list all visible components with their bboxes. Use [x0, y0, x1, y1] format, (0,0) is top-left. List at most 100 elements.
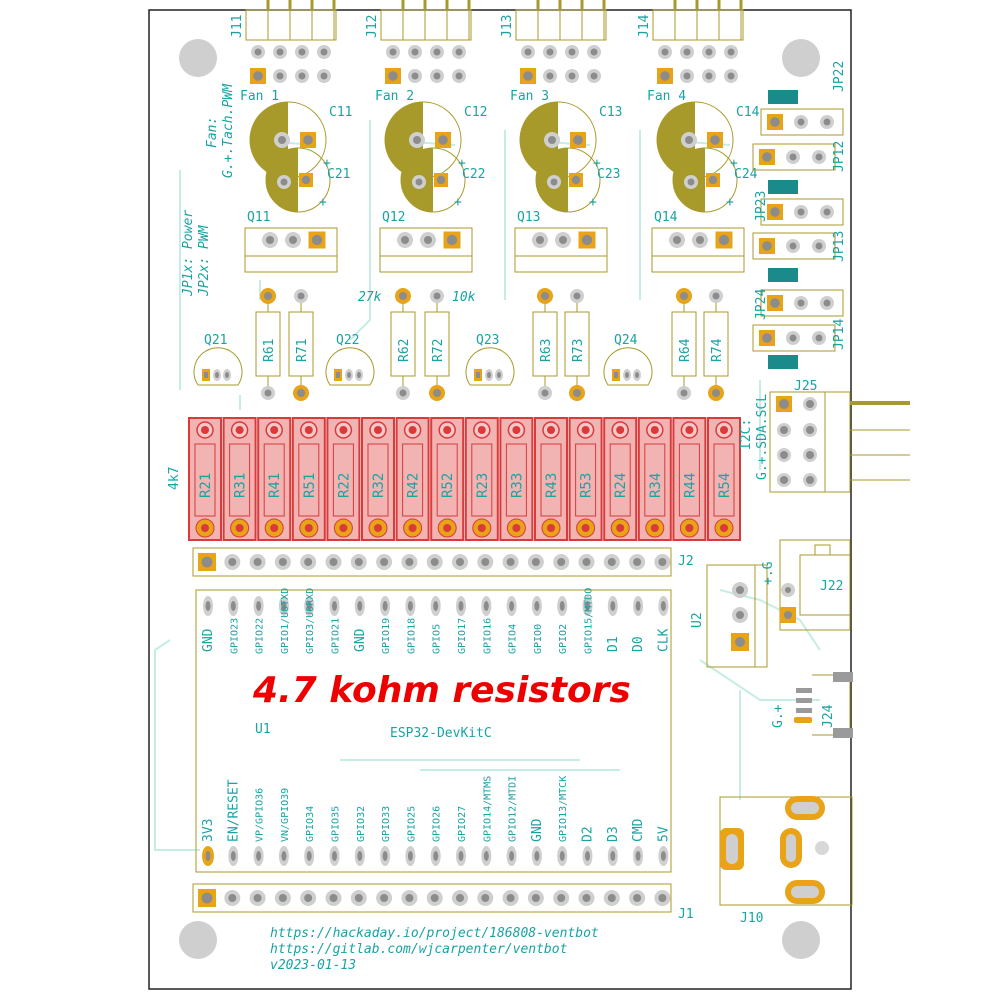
pullup-ref: R42 [406, 473, 422, 498]
pullup-ref: R41 [267, 473, 283, 498]
pad [692, 232, 708, 248]
module-pin-bottom: GND [530, 818, 545, 866]
pad [681, 132, 697, 148]
pad [654, 554, 671, 570]
pad [325, 554, 342, 570]
jumper-jp13: JP13 [752, 231, 847, 262]
pad-square [308, 231, 326, 249]
pad [578, 890, 595, 906]
pad-square [520, 68, 536, 84]
pad [408, 45, 422, 59]
resistor-r71: R71 [288, 289, 314, 401]
capacitor-ref-b: C24 [734, 167, 758, 182]
pad [277, 175, 291, 189]
pad [794, 205, 808, 219]
pad [812, 239, 826, 253]
fan-label: Fan 2 [375, 89, 414, 104]
pullup-ref: R32 [371, 473, 387, 498]
pad [521, 45, 535, 59]
resistor-r64: R64 [671, 288, 697, 400]
pad [430, 45, 444, 59]
module-pin-top: GPIO21 [329, 596, 342, 654]
pad [603, 554, 620, 570]
u2-label: U2 [690, 612, 705, 628]
transistor-ref: Q23 [476, 333, 499, 348]
pad [477, 554, 494, 570]
pad [794, 296, 808, 310]
capacitor-ref-a: C11 [329, 105, 352, 120]
j22-label: J22 [820, 579, 843, 594]
pad [547, 175, 561, 189]
module-pin-label: D0 [631, 636, 646, 652]
pad [543, 45, 557, 59]
module-pin-label: 5V [656, 826, 671, 842]
module-pin-label: GND [530, 818, 545, 842]
module-pin-top: GND [201, 596, 216, 652]
plus-mark: + [323, 156, 331, 171]
module-pin-label: GPIO0 [533, 624, 544, 654]
pad [555, 232, 571, 248]
module-pin-label: CMD [631, 818, 646, 842]
module-pin-label: D1 [606, 636, 621, 652]
module-pin-top: GPIO17 [456, 596, 468, 654]
pad-copper [676, 288, 692, 304]
pad [658, 45, 672, 59]
pad-square [578, 231, 596, 249]
pad [684, 175, 698, 189]
resistor-ref: R72 [431, 339, 446, 362]
pad-copper [537, 288, 553, 304]
fan-label: Fan 4 [647, 89, 686, 104]
pad-square [767, 114, 783, 130]
pad-square [299, 173, 313, 187]
pad [527, 554, 544, 570]
pad-square [443, 231, 461, 249]
pad [249, 554, 266, 570]
capacitor-ref-b: C21 [327, 167, 350, 182]
mosfet-ref: Q14 [654, 210, 678, 225]
pad-square [569, 173, 583, 187]
transistor-q22: Q22 [325, 333, 375, 386]
mosfet-ref: Q13 [517, 210, 540, 225]
plus-mark: + [593, 156, 601, 171]
pad-square [657, 68, 673, 84]
mounting-hole [782, 39, 820, 77]
pad [430, 69, 444, 83]
resistor-ref: R71 [295, 339, 310, 362]
module-pin-label: GPIO34 [305, 806, 316, 842]
plus-mark: + [730, 156, 738, 171]
pullup-ref: R44 [682, 473, 698, 498]
pad [629, 890, 646, 906]
resistor-r61: R61 [255, 288, 281, 400]
pad [409, 132, 425, 148]
resistor-ref: R73 [571, 339, 586, 362]
pad [224, 554, 241, 570]
module-pin-label: GPIO18 [406, 618, 417, 654]
pad-square [434, 173, 448, 187]
pad [587, 45, 601, 59]
pad [502, 890, 519, 906]
pad [794, 115, 808, 129]
module-pin-label: GPIO19 [381, 618, 392, 654]
j24-label: J24 [821, 704, 836, 728]
u1-label: U1 [255, 722, 271, 737]
resistor-ref: R62 [397, 339, 412, 362]
pad [273, 69, 287, 83]
pullup-resistor-r41: R41 [257, 417, 292, 541]
pullup-resistor-r34: R34 [637, 417, 672, 541]
pad [376, 890, 393, 906]
pad [578, 554, 595, 570]
resistor-r73: R73 [564, 289, 590, 401]
pad-copper [260, 288, 276, 304]
pullup-resistor-r21: R21 [188, 417, 222, 541]
annotation-title: 4.7 kohm resistors [252, 670, 631, 711]
module-pin-label: GPIO25 [406, 806, 417, 842]
pad [408, 69, 422, 83]
module-pin-label: D2 [581, 826, 596, 842]
resistor-ref: R64 [678, 338, 693, 362]
pad-square [198, 889, 216, 907]
module-pin-bottom: EN/RESET [226, 779, 241, 866]
module-pin-label: GPIO33 [381, 806, 392, 842]
